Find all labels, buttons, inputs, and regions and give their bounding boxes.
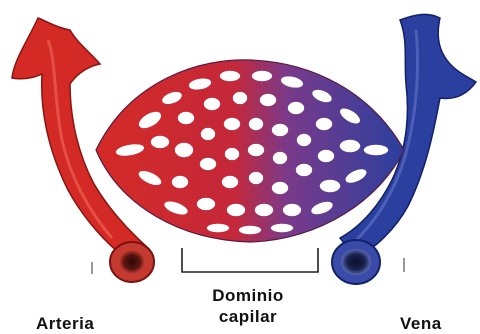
capillary-domain-label-line2: capilar bbox=[178, 306, 318, 327]
capillary-domain-label: Dominio capilar bbox=[178, 285, 318, 327]
vein-label: Vena bbox=[400, 314, 442, 334]
vein-lumen bbox=[332, 240, 380, 284]
capillary-domain-label-line1: Dominio bbox=[178, 285, 318, 306]
capillary-network bbox=[96, 60, 404, 242]
artery-lumen bbox=[110, 242, 154, 282]
artery-label: Arteria bbox=[36, 314, 94, 334]
capillary-domain-bracket bbox=[182, 248, 318, 272]
